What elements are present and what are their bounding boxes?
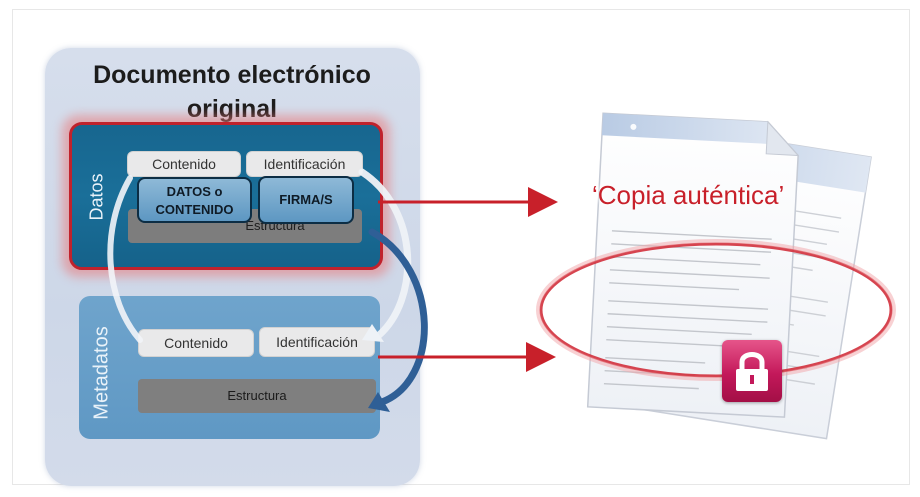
blue-curve-arrow-head bbox=[368, 392, 390, 412]
metadatos-contenido-tab: Contenido bbox=[138, 329, 254, 357]
white-curve-arrow-right-head bbox=[362, 324, 384, 342]
lock-icon bbox=[722, 340, 782, 402]
metadatos-estructura-bar: Estructura bbox=[138, 379, 376, 413]
copia-autentica-label: ‘Copia auténtica’ bbox=[592, 180, 785, 210]
datos-contenido-tab: Contenido bbox=[127, 151, 241, 177]
firma-box: FIRMA/S bbox=[258, 176, 354, 224]
blue-curve-arrow bbox=[368, 228, 428, 406]
datos-o-contenido-box: DATOS o CONTENIDO bbox=[137, 177, 252, 223]
metadatos-identificacion-tab: Identificación bbox=[259, 327, 375, 357]
highlight-ellipse bbox=[539, 242, 893, 378]
white-curve-arrow-right bbox=[358, 168, 412, 340]
white-curve-arrow-left bbox=[107, 175, 143, 343]
image-frame bbox=[12, 9, 910, 485]
